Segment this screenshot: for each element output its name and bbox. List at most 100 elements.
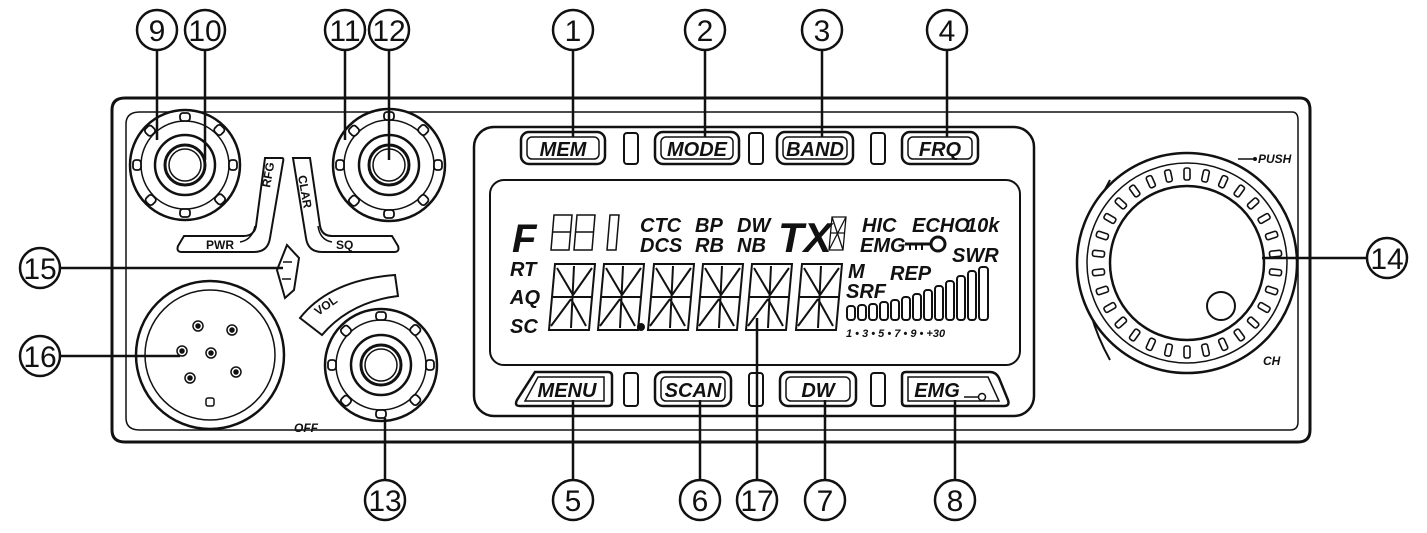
rfg-label: RFG (259, 161, 277, 188)
lcd-nb-indicator: NB (737, 235, 766, 257)
clar-label: CLAR (295, 174, 315, 210)
ch-knob-notch (1217, 337, 1229, 352)
ch-knob-notch (1114, 316, 1128, 329)
svg-text:5: 5 (565, 485, 582, 518)
push-label: PUSH (1258, 152, 1292, 166)
top-indicator-slot-2 (748, 132, 764, 165)
mic-jack-pins (176, 320, 242, 384)
svg-text:17: 17 (740, 485, 773, 518)
channel-knob[interactable] (1075, 151, 1299, 375)
ch-knob-notch (1257, 301, 1271, 314)
callout-3: 3 (800, 8, 844, 52)
lcd-f-indicator: F (512, 217, 538, 261)
lcd-tx-segment (828, 216, 847, 251)
scan-button[interactable]: SCAN (653, 370, 733, 408)
freq-digit-6 (794, 263, 844, 331)
lcd-dw-indicator: DW (737, 215, 772, 237)
clar-sq-label-plate: CLAR SQ (291, 157, 400, 253)
ch-knob-notch (1128, 184, 1141, 198)
lcd-sc-indicator: SC (510, 316, 538, 338)
freq-digit-4 (695, 263, 745, 331)
callout-5: 5 (551, 478, 595, 522)
ch-knob-notch (1233, 184, 1246, 198)
svg-text:10: 10 (188, 15, 221, 48)
top-indicator-slot-1 (623, 132, 639, 165)
callout-8: 8 (933, 478, 977, 522)
lcd-tx-indicator: TX (778, 214, 835, 261)
dw-button[interactable]: DW (778, 370, 858, 408)
mem-button[interactable]: MEM (519, 130, 607, 166)
lcd-screen (489, 179, 1021, 366)
ch-knob-notch (1200, 343, 1211, 357)
push-indicator: PUSH (1238, 152, 1292, 166)
ch-knob-notch (1103, 301, 1117, 314)
ch-knob-notch (1246, 197, 1260, 210)
callout-6: 6 (678, 478, 722, 522)
menu-button[interactable]: MENU (514, 370, 614, 408)
ch-knob-notch (1163, 169, 1174, 183)
svg-text:7: 7 (817, 485, 834, 518)
callout-7: 7 (803, 478, 847, 522)
lcd-hic-indicator: HIC (862, 215, 897, 237)
freq-digit-3 (646, 263, 696, 331)
clar-sq-knob[interactable] (331, 107, 447, 223)
top-indicator-slot-3 (870, 132, 886, 165)
ch-knob-notch (1114, 197, 1128, 210)
off-label: OFF (294, 421, 319, 435)
svg-text:15: 15 (23, 253, 56, 286)
callout-13: 13 (363, 478, 407, 522)
lcd-ctc-indicator: CTC (640, 215, 682, 237)
emg-button[interactable]: EMG (900, 370, 1010, 408)
svg-text:11: 11 (329, 15, 360, 48)
lcd-rt-indicator: RT (510, 259, 538, 281)
callout-9: 9 (135, 8, 179, 52)
svg-text:14: 14 (1370, 243, 1403, 276)
lcd-echo-indicator: ECHO (912, 215, 970, 237)
vol-label: VOL (312, 293, 340, 319)
panel-outer-outline (110, 96, 1312, 444)
vol-knob[interactable] (323, 307, 439, 423)
callout-12: 12 (367, 8, 411, 52)
lcd-content: F CTC DCS BP RB DW NB TX HIC ECHO 10k EM… (509, 214, 1000, 340)
leader-lines (60, 50, 1367, 480)
mic-jack[interactable] (134, 279, 286, 431)
dw-button-label: DW (801, 380, 836, 402)
frq-button-label: FRQ (919, 139, 962, 161)
freq-digit-2 (596, 263, 646, 331)
lcd-rb-indicator: RB (695, 235, 724, 257)
ch-knob-notch (1183, 345, 1191, 359)
svg-text:8: 8 (947, 485, 964, 518)
mem-button-label: MEM (540, 139, 588, 161)
mic-connector-indicator (275, 243, 301, 300)
ch-knob-notch (1200, 169, 1211, 183)
pwr-label: PWR (206, 238, 234, 252)
lcd-aq-indicator: AQ (509, 287, 540, 309)
ch-knob-notch (1246, 316, 1260, 329)
lcd-m-indicator: M (848, 261, 866, 283)
ch-knob-notch (1145, 337, 1157, 352)
ch-knob-notch (1095, 230, 1110, 241)
lcd-emg-indicator: EMG (860, 235, 906, 257)
frq-button[interactable]: FRQ (900, 130, 980, 166)
sq-label: SQ (336, 238, 353, 252)
pwr-rfg-knob[interactable] (128, 108, 242, 222)
svg-text:4: 4 (939, 15, 956, 48)
lcd-rep-indicator: REP (890, 263, 932, 285)
callout-17: 17 (735, 478, 779, 522)
callout-10: 10 (183, 8, 227, 52)
svg-text:6: 6 (692, 485, 709, 518)
lcd-bezel (472, 125, 1036, 418)
callout-1: 1 (551, 8, 595, 52)
lcd-frequency-digits (547, 263, 844, 331)
bottom-indicator-slot-3 (870, 372, 886, 407)
svg-text:2: 2 (697, 15, 714, 48)
mode-button[interactable]: MODE (653, 130, 741, 166)
band-button-label: BAND (786, 139, 844, 161)
bottom-indicator-slot-1 (623, 372, 639, 407)
freq-digit-5 (744, 263, 794, 331)
ch-knob-notch (1145, 174, 1157, 189)
band-button[interactable]: BAND (775, 130, 855, 166)
ch-knob-notch (1233, 328, 1246, 342)
ch-knob-notch (1257, 212, 1271, 225)
ch-knob-notch (1091, 249, 1106, 258)
